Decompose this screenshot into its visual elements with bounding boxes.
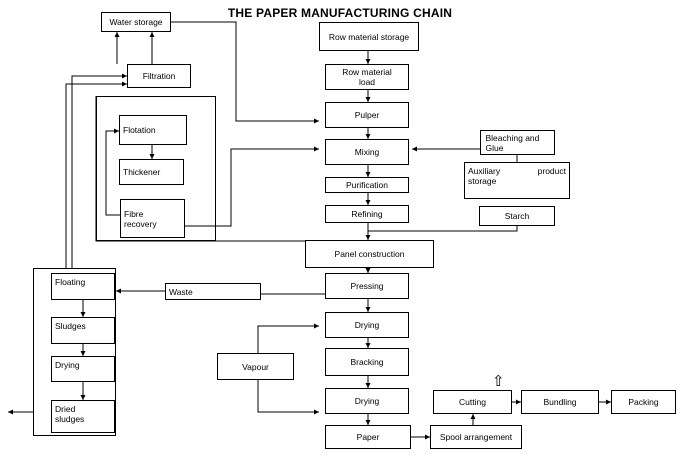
box-thickener: Thickener [119, 159, 184, 185]
frame-sludge-group [33, 268, 116, 436]
label-flotation: Flotation [123, 125, 156, 135]
label-drying-2: Drying [354, 396, 380, 406]
box-mixing: Mixing [325, 139, 409, 165]
arrow-vapour-to-drying-1 [257, 323, 319, 353]
label-dried-sludges: Dried sludges [55, 404, 85, 424]
box-pressing: Pressing [325, 273, 409, 299]
box-starch: Starch [479, 206, 555, 226]
label-paper: Paper [356, 432, 380, 442]
box-bracking: Bracking [325, 348, 409, 376]
label-raw-material-load: Row material load [342, 67, 392, 87]
label-vapour: Vapour [242, 361, 269, 372]
diagram-title: THE PAPER MANUFACTURING CHAIN [227, 6, 453, 20]
label-drying-sludge: Drying [55, 360, 80, 370]
label-drying-1: Drying [354, 320, 380, 330]
label-bleaching-glue: Bleaching and Glue [485, 132, 540, 153]
arrow-vapour-to-drying-2 [257, 380, 319, 415]
label-refining: Refining [351, 209, 383, 219]
label-packing: Packing [628, 397, 659, 407]
label-spool-arrangement: Spool arrangement [439, 432, 513, 442]
box-panel-construction: Panel construction [305, 240, 434, 268]
up-arrow-icon: ⇧ [492, 373, 505, 390]
arrow-water-storage-to-pulper [171, 21, 319, 124]
box-bleaching-glue: Bleaching and Glue [480, 130, 555, 155]
box-pulper: Pulper [325, 102, 409, 128]
box-floating: Floating [51, 273, 115, 300]
box-purification: Purification [325, 177, 409, 193]
box-paper: Paper [325, 425, 411, 449]
box-spool-arrangement: Spool arrangement [430, 425, 522, 449]
box-waste: Waste [165, 283, 261, 300]
label-bundling: Bundling [543, 397, 577, 407]
label-starch: Starch [504, 211, 530, 221]
arrow-fibre-loop-to-flotation [105, 128, 120, 216]
label-water-storage: Water storage [109, 17, 163, 27]
label-sludges: Sludges [55, 321, 86, 331]
label-pulper: Pulper [354, 110, 380, 120]
arrow-floating-to-filtration-a [65, 81, 127, 268]
arrow-fibre-recovery-to-mixing [185, 146, 319, 227]
box-fibre-recovery: Fibre recovery [120, 199, 185, 238]
box-cutting: Cutting [433, 390, 512, 414]
label-auxiliary: Auxiliary [468, 166, 501, 176]
box-sludges: Sludges [51, 317, 115, 344]
box-flotation: Flotation [119, 115, 187, 145]
box-vapour: Vapour [217, 353, 294, 380]
box-filtration: Filtration [127, 64, 191, 88]
label-bracking: Bracking [350, 357, 384, 367]
box-raw-material-load: Row material load [325, 64, 409, 90]
label-waste: Waste [169, 286, 193, 297]
label-purification: Purification [345, 180, 389, 190]
box-raw-material-storage: Row material storage [319, 22, 419, 51]
label-cutting: Cutting [459, 397, 486, 407]
box-dried-sludges: Dried sludges [51, 400, 115, 433]
label-storage: storage [468, 176, 497, 186]
label-panel-construction: Panel construction [334, 249, 405, 259]
label-filtration: Filtration [142, 71, 176, 81]
box-auxiliary-storage: Auxiliary product storage [464, 162, 570, 199]
box-water-storage: Water storage [101, 12, 171, 32]
arrow-floating-to-filtration-b [71, 73, 127, 268]
box-drying-1: Drying [325, 312, 409, 338]
box-packing: Packing [611, 390, 676, 414]
label-thickener: Thickener [123, 167, 161, 177]
line-starch-to-panel [368, 226, 518, 232]
label-product: product [537, 166, 566, 176]
box-refining: Refining [325, 205, 409, 223]
label-raw-material-storage: Row material storage [328, 31, 410, 42]
box-bundling: Bundling [521, 390, 599, 414]
label-mixing: Mixing [354, 147, 380, 157]
label-floating: Floating [55, 277, 86, 287]
label-fibre-recovery: Fibre recovery [124, 208, 157, 229]
box-drying-sludge: Drying [51, 356, 115, 382]
box-drying-2: Drying [325, 388, 409, 414]
label-pressing: Pressing [350, 281, 384, 291]
frame-flotation-group [96, 96, 216, 241]
